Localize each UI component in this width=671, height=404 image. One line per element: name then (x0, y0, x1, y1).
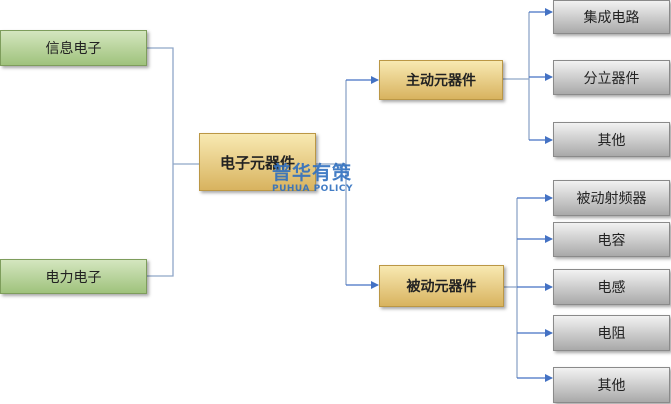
node-label: 电阻 (597, 326, 626, 342)
node-label: 信息电子 (45, 41, 102, 57)
node-label: 分立器件 (583, 70, 640, 87)
node-label: 其他 (597, 132, 626, 149)
node-label: 集成电路 (583, 10, 640, 26)
node-active-components: 主动元器件 (379, 60, 503, 100)
watermark-logo: 普华有策 (272, 162, 353, 184)
node-label: 电力电子 (45, 269, 102, 286)
node-integrated-circuit: 集成电路 (553, 0, 670, 34)
node-information-electronics: 信息电子 (0, 30, 147, 66)
node-label: 电容 (597, 232, 626, 249)
node-active-other: 其他 (553, 122, 670, 157)
node-label: 主动元器件 (406, 73, 476, 89)
node-inductor: 电感 (553, 269, 670, 305)
node-label: 电子元器件 (219, 153, 295, 172)
node-discrete-devices: 分立器件 (553, 60, 670, 95)
watermark-text: PUHUA POLICY (272, 184, 354, 194)
node-capacitor: 电容 (553, 222, 670, 257)
node-label: 电感 (597, 280, 626, 296)
node-passive-components: 被动元器件 (379, 265, 504, 307)
node-label: 其他 (597, 378, 626, 394)
node-passive-other: 其他 (553, 367, 670, 403)
node-label: 被动元器件 (406, 279, 477, 295)
node-electronic-components: 电子元器件 (199, 133, 316, 191)
node-passive-rf: 被动射频器 (553, 180, 670, 216)
node-label: 被动射频器 (576, 191, 647, 207)
node-resistor: 电阻 (553, 315, 670, 351)
node-power-electronics: 电力电子 (0, 259, 147, 294)
